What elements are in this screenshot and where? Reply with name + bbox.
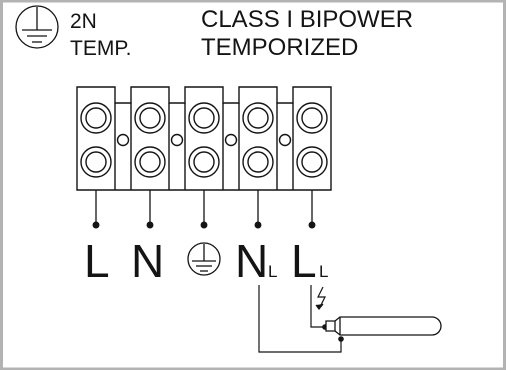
terminal-block	[76, 86, 332, 191]
terminal-screw	[134, 102, 166, 134]
diagram-title: CLASS I BIPOWER	[201, 6, 413, 33]
terminal-screw	[242, 146, 274, 178]
terminal-label-switched-neutral-sub: L	[268, 262, 277, 281]
terminal-label-neutral: N	[131, 235, 164, 287]
lightning-icon	[315, 286, 326, 310]
terminal-screw	[296, 102, 328, 134]
terminal-screw	[134, 146, 166, 178]
terminal-label-switched-line-sub: L	[319, 262, 328, 281]
link-hole	[224, 133, 238, 147]
terminal-screw	[188, 146, 220, 178]
product-code-suffix: TEMP.	[70, 37, 131, 60]
product-code: 2N	[70, 10, 97, 33]
terminal-screw	[242, 102, 274, 134]
terminal-label-switched-neutral: N	[235, 235, 268, 287]
terminal-screw	[296, 146, 328, 178]
link-hole	[278, 133, 292, 147]
link-hole	[170, 133, 184, 147]
terminal-screw	[188, 102, 220, 134]
pushbutton-probe-icon	[325, 316, 442, 336]
earth-ground-icon	[15, 5, 59, 49]
terminal-screw	[80, 146, 112, 178]
pushbutton-wiring	[258, 285, 342, 353]
diagram-subtitle: TEMPORIZED	[201, 34, 358, 61]
terminal-screw	[80, 102, 112, 134]
earth-ground-icon	[187, 242, 221, 276]
terminal-leads	[92, 190, 316, 229]
terminal-label-switched-line: L	[291, 235, 317, 287]
link-hole	[116, 133, 130, 147]
terminal-label-line: L	[84, 235, 110, 287]
